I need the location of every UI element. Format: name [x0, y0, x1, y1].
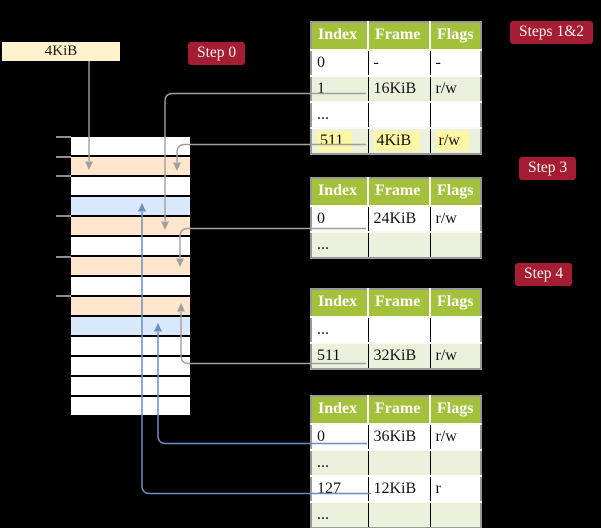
table-cell: 1 [311, 76, 368, 102]
column-header: Frame [367, 396, 430, 424]
memory-frame-row [71, 237, 190, 257]
page-table-4: Index Frame Flags 0 36KiB r/w ... 127 12… [310, 395, 482, 528]
table-cell: ... [317, 320, 329, 338]
table-row: 1 16KiB r/w [311, 76, 481, 102]
table-row: ... [311, 232, 481, 258]
table-cell: r/w [429, 76, 481, 102]
column-header: Index [311, 22, 368, 50]
table-row: ... [311, 102, 481, 128]
table-cell: r/w [429, 206, 481, 232]
step-label-0: Step 0 [188, 42, 246, 65]
table-cell: r/w [429, 343, 481, 369]
highlighted-value: 4KiB [373, 130, 421, 151]
memory-frame-row [71, 197, 190, 217]
table-row: 511 4KiB r/w [311, 128, 481, 154]
column-header: Frame [367, 22, 430, 50]
column-header: Flags [429, 289, 481, 317]
table-cell: 0 [317, 427, 325, 445]
table-row: 0 - - [311, 50, 481, 76]
table-cell: 0 [317, 209, 325, 227]
column-header: Frame [367, 289, 430, 317]
column-header: Frame [367, 178, 430, 206]
table-cell [429, 232, 481, 258]
table-cell: ... [311, 232, 368, 258]
table-row: 0 24KiB r/w [311, 206, 481, 232]
page-table-2: Index Frame Flags 0 24KiB r/w ... [310, 177, 482, 259]
column-header: Index [311, 289, 368, 317]
table-cell: ... [311, 450, 368, 476]
memory-frame-row [71, 177, 190, 197]
memory-frame-row [71, 337, 190, 357]
memory-frame-row [71, 157, 190, 177]
table-cell: - [367, 50, 430, 76]
memory-frame-row [71, 137, 190, 157]
frame-size-label: 4KiB [44, 43, 78, 59]
memory-frame-row [71, 377, 190, 397]
table-cell: - [429, 50, 481, 76]
stack-tick [56, 156, 71, 158]
table-cell: r [429, 476, 481, 502]
table-row: ... [311, 502, 481, 528]
column-header: Flags [429, 178, 481, 206]
table-cell: ... [311, 502, 368, 528]
memory-frame-row [71, 317, 190, 337]
stack-tick [56, 136, 71, 138]
stack-tick [56, 256, 71, 258]
table-cell: 36KiB [367, 424, 430, 450]
table-cell [367, 502, 430, 528]
table-cell: r/w [429, 424, 481, 450]
highlighted-value: r/w [435, 130, 469, 151]
column-header: Index [311, 178, 368, 206]
table-row: 0 36KiB r/w [311, 424, 481, 450]
stack-tick [56, 295, 71, 297]
table-cell: 0 [317, 53, 325, 71]
column-header: Flags [429, 396, 481, 424]
table-row: ... [311, 450, 481, 476]
table-cell [367, 102, 430, 128]
table-cell [367, 450, 430, 476]
table-header-row: Index Frame Flags [311, 289, 481, 317]
memory-frame-row [71, 397, 190, 415]
table-cell [429, 502, 481, 528]
table-cell: 4KiB [367, 128, 430, 154]
memory-frame-row [71, 257, 190, 277]
memory-frame-row [71, 357, 190, 377]
table-cell: 511 [311, 128, 368, 154]
table-cell [429, 102, 481, 128]
page-table-1: Index Frame Flags 0 - - 1 16KiB r/w ... … [310, 21, 482, 155]
highlighted-value: 511 [317, 130, 353, 151]
table-cell [367, 317, 430, 343]
table-cell: 511 [311, 343, 368, 369]
table-row: ... [311, 317, 481, 343]
table-cell: 127 [317, 479, 341, 497]
table-header-row: Index Frame Flags [311, 178, 481, 206]
step-label-3: Step 3 [519, 157, 577, 180]
stack-tick [56, 175, 71, 177]
memory-frame-row [71, 217, 190, 237]
table-cell [429, 450, 481, 476]
column-header: Index [311, 396, 368, 424]
memory-frame-row [71, 277, 190, 297]
table-cell [367, 232, 430, 258]
table-cell: 24KiB [367, 206, 430, 232]
memory-frame-row [71, 297, 190, 317]
memory-stack [71, 137, 190, 415]
table-row: 511 32KiB r/w [311, 343, 481, 369]
frame-size-box: 4KiB [2, 42, 120, 61]
table-cell: 32KiB [367, 343, 430, 369]
table-cell: 16KiB [367, 76, 430, 102]
table-cell: 12KiB [367, 476, 430, 502]
column-header: Flags [429, 22, 481, 50]
step-label-4: Step 4 [515, 263, 573, 286]
page-table-3: Index Frame Flags ... 511 32KiB r/w [310, 288, 482, 370]
stack-tick [56, 215, 71, 217]
table-cell: r/w [429, 128, 481, 154]
step-label-1and2: Steps 1&2 [510, 21, 594, 44]
table-header-row: Index Frame Flags [311, 22, 481, 50]
table-cell: ... [317, 105, 329, 123]
table-cell [429, 317, 481, 343]
table-row: 127 12KiB r [311, 476, 481, 502]
table-header-row: Index Frame Flags [311, 396, 481, 424]
